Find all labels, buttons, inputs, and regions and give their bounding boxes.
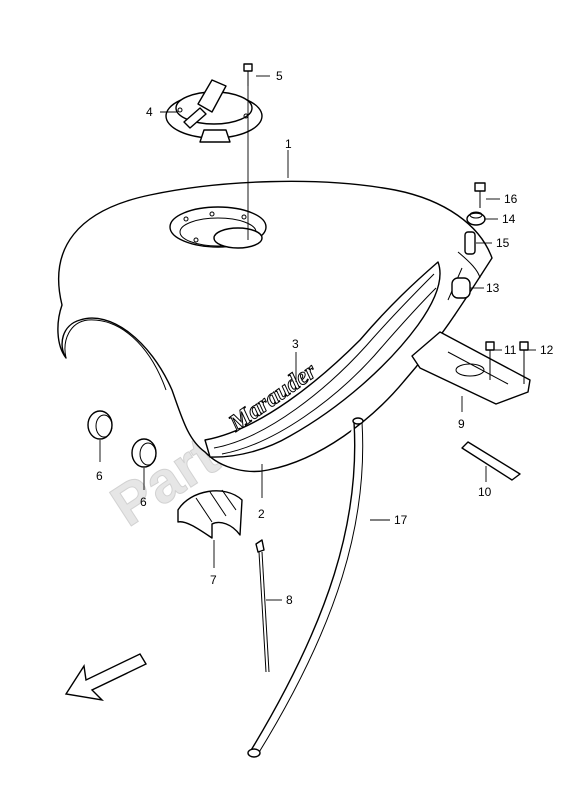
- callout-12: 12: [540, 343, 554, 357]
- callout-2: 2: [258, 507, 265, 521]
- callout-11: 11: [504, 343, 517, 357]
- callout-4: 4: [146, 105, 153, 119]
- callout-13: 13: [486, 281, 500, 295]
- leader-lines: [99, 75, 536, 601]
- callout-15: 15: [496, 236, 510, 250]
- fuel-tank: [57, 180, 493, 473]
- bracket-9: [411, 331, 531, 405]
- cushion-14: [466, 211, 486, 226]
- cushion-13: [451, 277, 471, 299]
- callout-6b: 6: [140, 495, 147, 509]
- plug-6-lower: [131, 438, 157, 468]
- bolt-11: [485, 341, 495, 380]
- bolt-5: [243, 63, 253, 86]
- callout-10: 10: [478, 485, 492, 499]
- callout-labels: 1 2 3 4 5 6 6 7 8 9 10 11 12 13 14 15 16…: [96, 69, 554, 607]
- callout-9: 9: [458, 417, 465, 431]
- bolt-12: [519, 341, 529, 384]
- fuel-cap: [165, 79, 263, 143]
- callout-8: 8: [286, 593, 293, 607]
- pad-10: [461, 441, 521, 481]
- callout-14: 14: [502, 212, 516, 226]
- hose-17: [247, 417, 364, 758]
- collar-15: [464, 231, 476, 255]
- callout-1: 1: [285, 137, 292, 151]
- callout-5: 5: [276, 69, 283, 83]
- cushion-7: [177, 489, 243, 539]
- callout-3: 3: [292, 337, 299, 351]
- plug-6-upper: [87, 410, 113, 440]
- callout-17: 17: [394, 513, 408, 527]
- callout-16: 16: [504, 192, 518, 206]
- front-direction-arrow: [64, 653, 147, 702]
- strap-8: [255, 539, 270, 673]
- bolt-16: [474, 182, 486, 208]
- callout-6a: 6: [96, 469, 103, 483]
- callout-7: 7: [210, 573, 217, 587]
